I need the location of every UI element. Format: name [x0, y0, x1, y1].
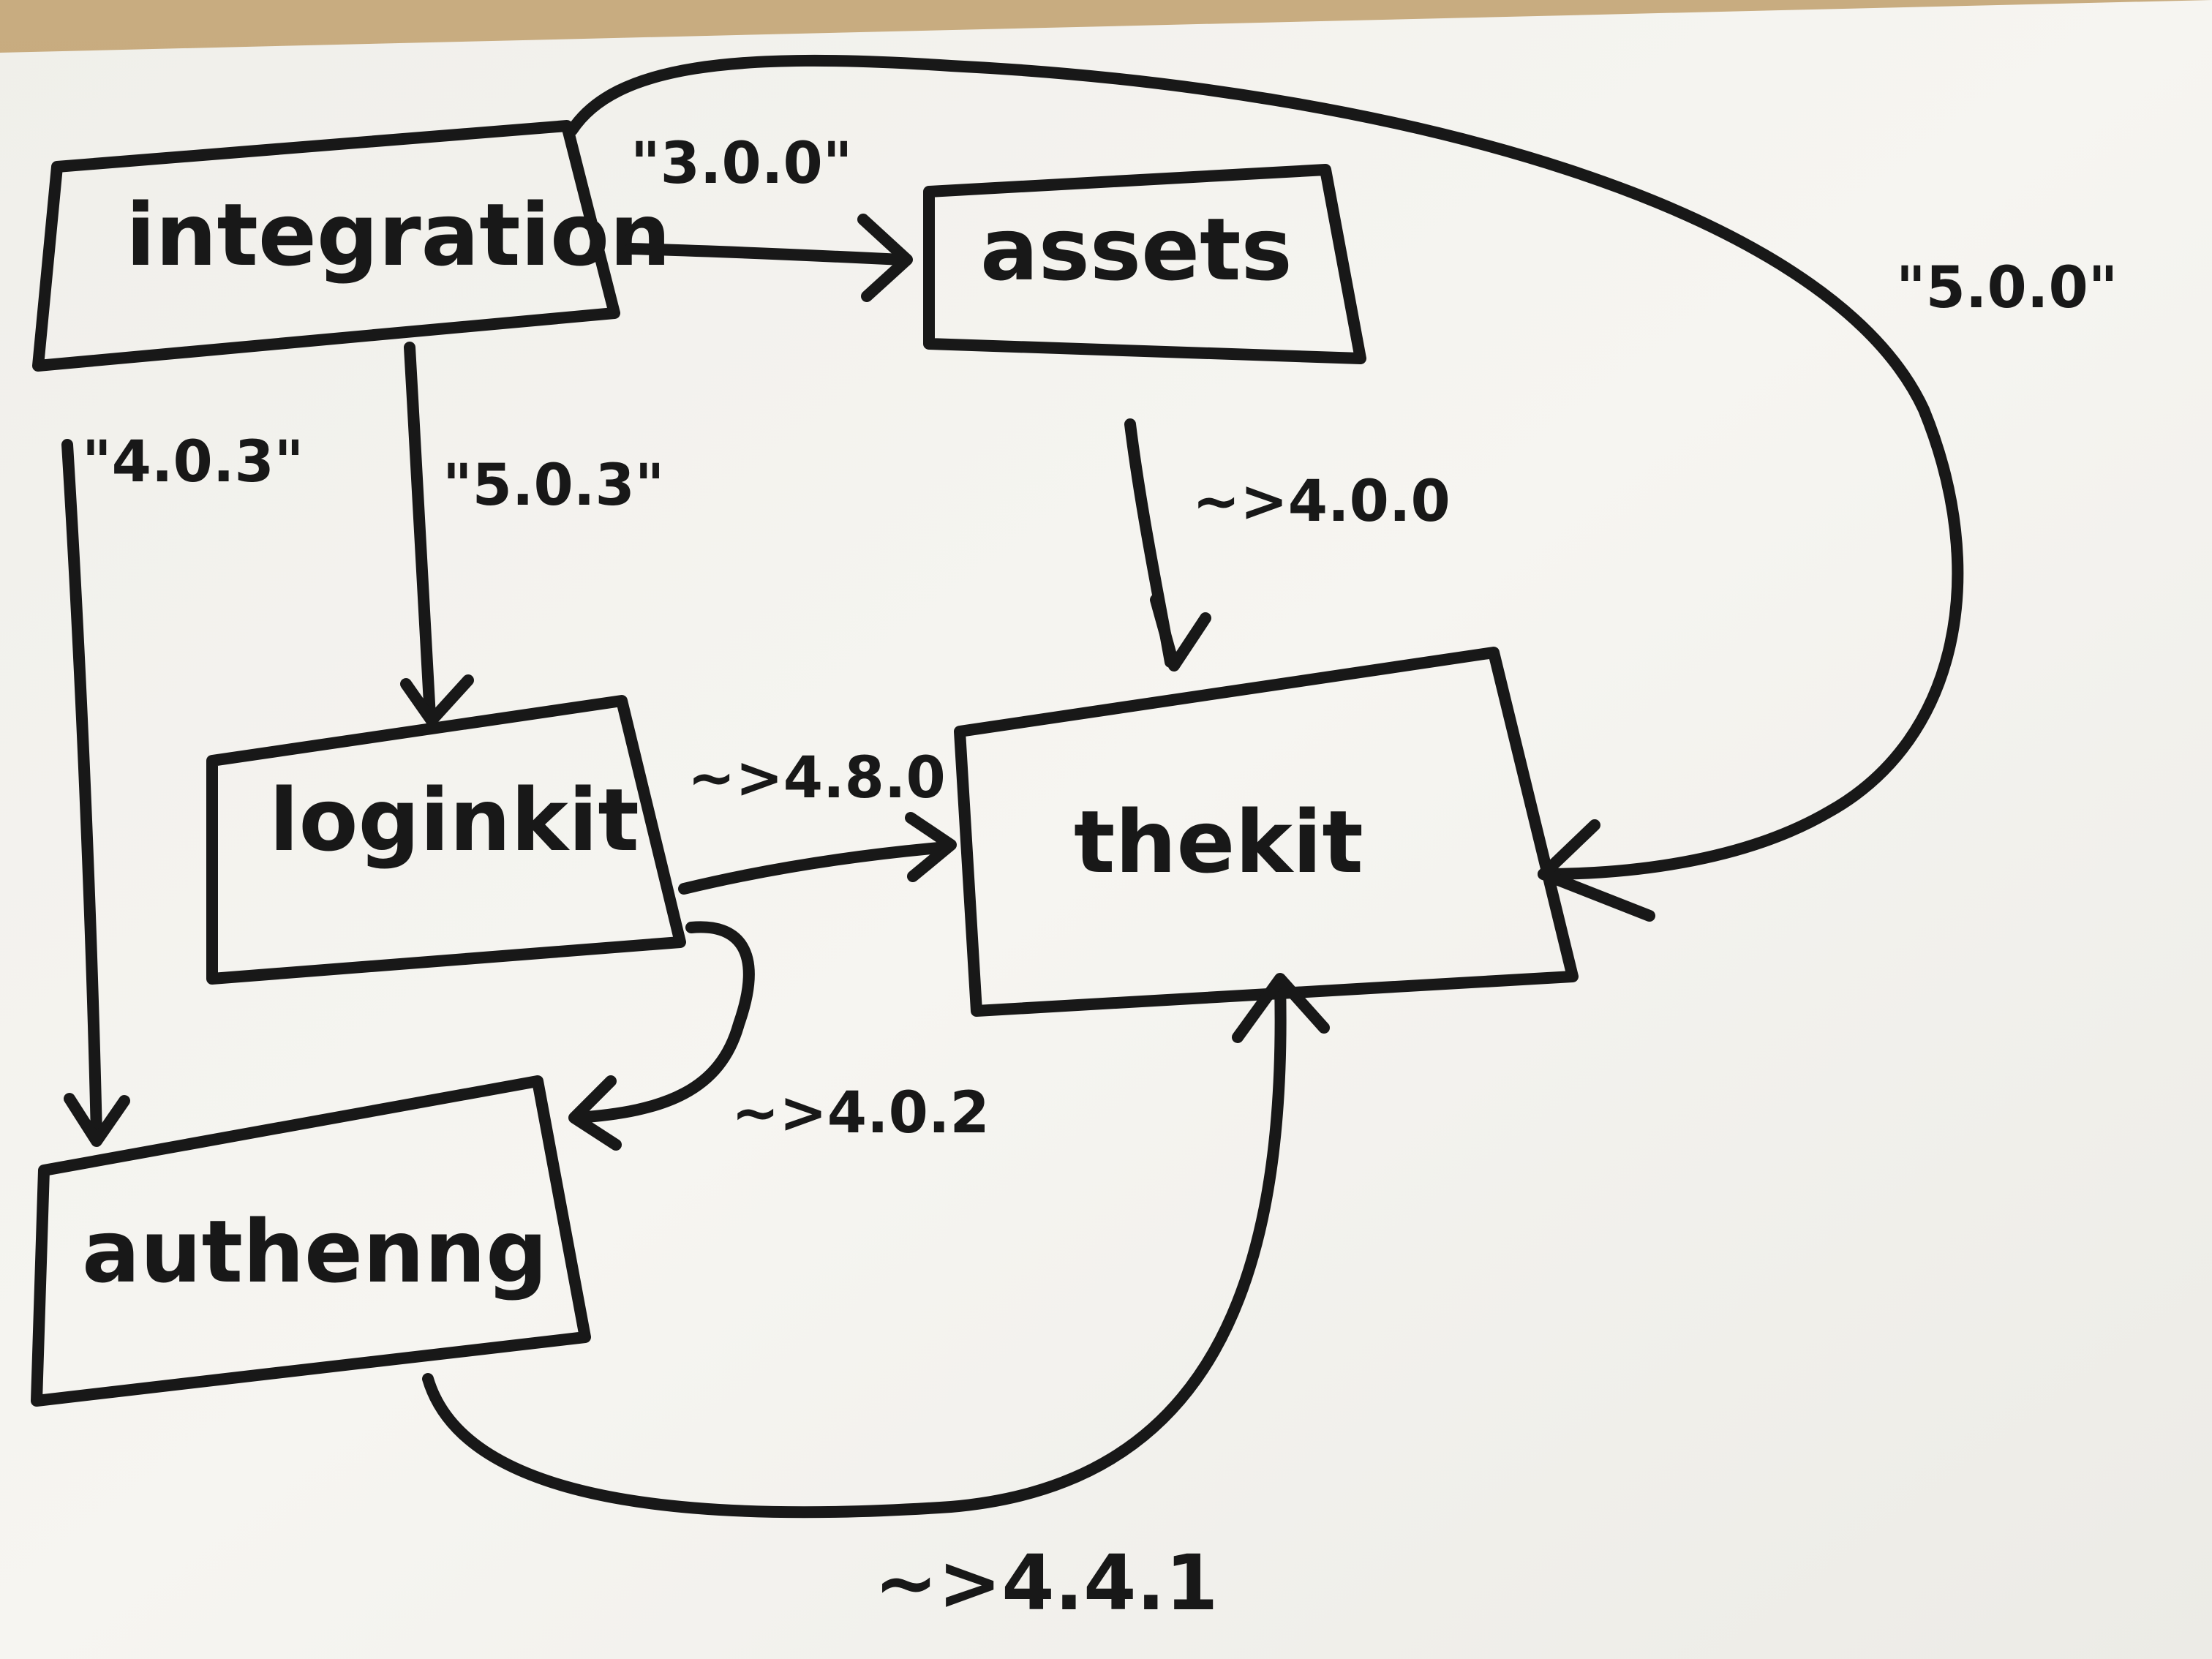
edge-assets-thekit: ~>4.0.0 [1124, 418, 1451, 672]
node-assets: assets [923, 164, 1366, 364]
edge-loginkit-thekit-line [678, 841, 953, 895]
edge-loginkit-thekit-label: ~>4.8.0 [688, 745, 946, 811]
node-assets-label: assets [980, 199, 1293, 300]
edge-integration-thekit-arrowhead [1538, 819, 1655, 922]
edge-integration-authenng-arrowhead [64, 1093, 130, 1147]
node-loginkit-box [206, 695, 686, 985]
edge-integration-loginkit-arrowhead [400, 674, 474, 726]
edge-integration-authenng-label: "4.0.3" [82, 429, 304, 495]
edge-authenng-thekit: ~>4.4.1 [422, 973, 1330, 1628]
node-authenng-box [31, 1075, 591, 1407]
edge-integration-thekit-label: "5.0.0" [1896, 255, 2118, 321]
node-assets-box [923, 164, 1366, 364]
node-loginkit-label: loginkit [269, 770, 639, 870]
node-authenng: authenng [31, 1075, 591, 1407]
edge-integration-authenng-line [61, 439, 102, 1141]
node-thekit: thekit [954, 647, 1579, 1017]
edge-loginkit-authenng-label: ~>4.0.2 [731, 1080, 990, 1146]
edge-authenng-thekit-arrowhead [1232, 973, 1330, 1043]
node-thekit-label: thekit [1074, 791, 1363, 892]
edge-integration-loginkit-line [404, 342, 436, 723]
edge-integration-assets-arrowhead [857, 214, 913, 302]
edge-integration-authenng: "4.0.3" [61, 429, 304, 1147]
edge-authenng-thekit-line [422, 978, 1287, 1519]
node-thekit-box [954, 647, 1579, 1017]
edge-integration-assets-line [625, 243, 907, 266]
edge-authenng-thekit-label: ~>4.4.1 [874, 1538, 1218, 1628]
edge-integration-thekit-line [566, 54, 1964, 880]
edge-loginkit-authenng-arrowhead [568, 1075, 622, 1151]
node-authenng-label: authenng [82, 1201, 548, 1302]
edge-loginkit-thekit: ~>4.8.0 [678, 745, 957, 895]
edge-loginkit-thekit-arrowhead [905, 812, 957, 882]
edge-integration-assets: "3.0.0" [625, 131, 913, 302]
edge-integration-assets-label: "3.0.0" [631, 131, 852, 197]
diagram-ink: integration assets loginkit thekit authe… [31, 54, 2118, 1628]
node-loginkit: loginkit [206, 695, 686, 985]
node-integration: integration [32, 120, 671, 372]
edge-loginkit-authenng: ~>4.0.2 [568, 921, 990, 1151]
node-integration-label: integration [126, 184, 671, 285]
edge-loginkit-authenng-line [571, 921, 755, 1124]
edge-integration-loginkit: "5.0.3" [400, 342, 664, 726]
edge-integration-thekit: "5.0.0" [566, 54, 2118, 922]
edge-assets-thekit-label: ~>4.0.0 [1192, 469, 1451, 535]
edge-integration-loginkit-label: "5.0.3" [443, 453, 664, 519]
edge-assets-thekit-arrowhead [1150, 594, 1211, 672]
node-integration-box [32, 120, 620, 372]
